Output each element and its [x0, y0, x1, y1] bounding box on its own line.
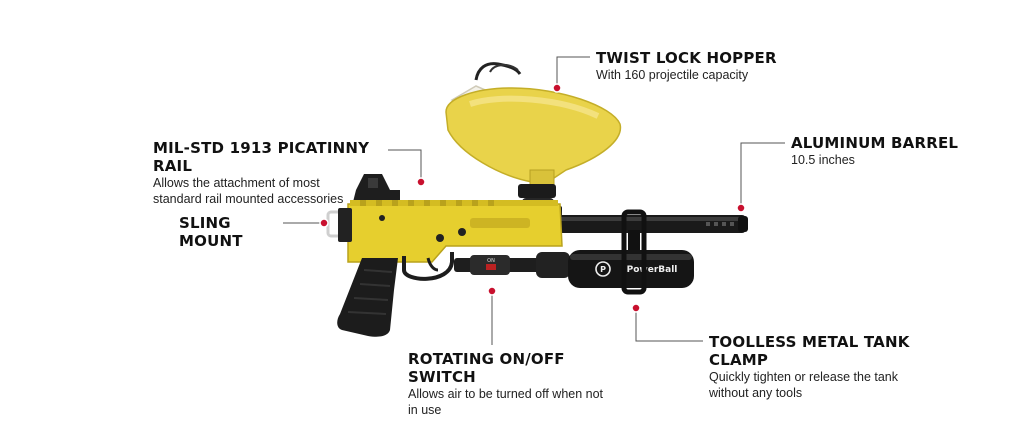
callout-switch-title: ROTATING ON/OFF SWITCH [408, 350, 565, 386]
callout-rail: MIL-STD 1913 PICATINNY RAIL Allows the a… [153, 139, 383, 207]
air-tank: P PowerBall [568, 250, 694, 288]
svg-text:P: P [600, 265, 606, 274]
marker-rail [416, 177, 426, 187]
callout-rail-title: MIL-STD 1913 PICATINNY RAIL [153, 139, 370, 175]
callout-sling: SLING MOUNT [179, 214, 299, 250]
leader-clamp [635, 310, 703, 342]
leader-rail [388, 149, 422, 180]
callout-hopper-desc: With 160 projectile capacity [596, 68, 749, 82]
receiver [347, 200, 563, 263]
hopper [445, 62, 622, 191]
tank-brand: PowerBall [627, 265, 678, 275]
on-off-switch: ON [454, 252, 570, 278]
marker-switch [487, 286, 497, 296]
callout-sling-title: SLING MOUNT [179, 214, 243, 250]
trigger-guard [402, 252, 454, 281]
callout-clamp-desc-line2: without any tools [709, 386, 803, 400]
callout-switch: ROTATING ON/OFF SWITCH Allows air to be … [408, 350, 638, 418]
marker-hopper [552, 83, 562, 93]
callout-switch-desc-line2: in use [408, 403, 442, 417]
sling-mount [326, 208, 352, 242]
leader-hopper [556, 56, 590, 86]
callout-clamp-title: TOOLLESS METAL TANK CLAMP [709, 333, 910, 369]
marker-clamp [631, 303, 641, 313]
leader-barrel [740, 142, 785, 206]
marker-barrel [736, 203, 746, 213]
tank-clamp [621, 209, 647, 295]
barrel [556, 215, 748, 233]
grip [337, 258, 398, 337]
callout-switch-desc-line1: Allows air to be turned off when not [408, 387, 604, 401]
callout-clamp-desc-line1: Quickly tighten or release the tank [709, 370, 898, 384]
leader-lines [283, 56, 785, 345]
callout-clamp: TOOLLESS METAL TANK CLAMP Quickly tighte… [709, 333, 949, 401]
marker-sling [319, 218, 329, 228]
callout-barrel: ALUMINUM BARREL 10.5 inches [791, 134, 991, 168]
markers [319, 83, 746, 313]
callout-barrel-title: ALUMINUM BARREL [791, 134, 959, 152]
switch-marking: ON [487, 258, 495, 264]
callout-hopper-title: TWIST LOCK HOPPER [596, 49, 777, 67]
callout-barrel-desc: 10.5 inches [791, 153, 855, 167]
callout-rail-desc-line1: Allows the attachment of most [153, 176, 320, 190]
rear-sight [352, 174, 400, 206]
callout-rail-desc-line2: standard rail mounted accessories [153, 192, 344, 206]
callout-hopper: TWIST LOCK HOPPER With 160 projectile ca… [596, 49, 816, 83]
